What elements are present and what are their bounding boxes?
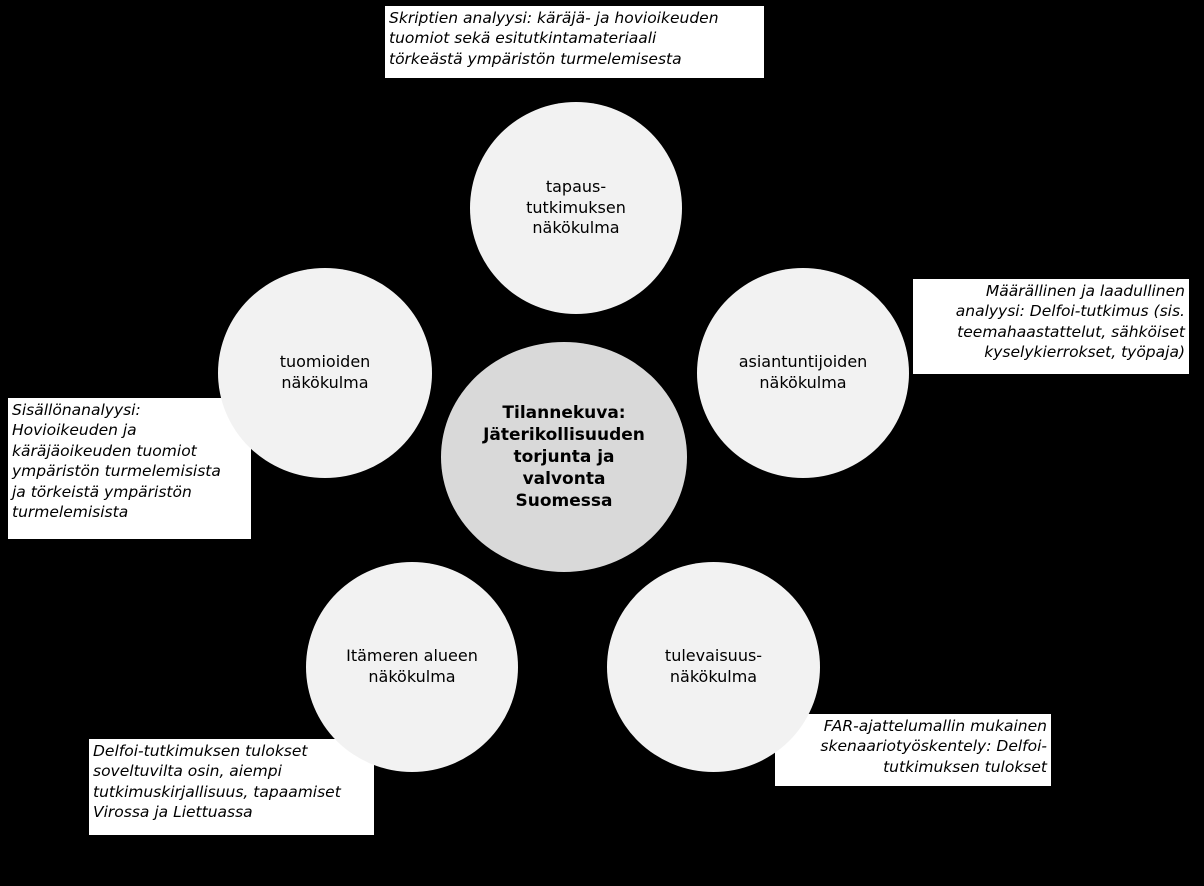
perspective-label: asiantuntijoiden näkökulma (738, 352, 868, 392)
perspective-circle-baltic: Itämeren alueen näkökulma (306, 562, 518, 772)
center-circle: Tilannekuva: Jäterikollisuuden torjunta … (441, 342, 687, 572)
method-box-baltic: Delfoi-tutkimuksen tulokset soveltuvilta… (89, 739, 374, 835)
perspective-circle-judgments: tuomioiden näkökulma (218, 268, 432, 478)
method-box-future: FAR-ajattelumallin mukainen skenaariotyö… (775, 714, 1051, 786)
perspective-label: tapaus- tutkimuksen näkökulma (526, 176, 626, 238)
perspective-label: Itämeren alueen näkökulma (346, 646, 478, 686)
perspective-label: tulevaisuus- näkökulma (664, 646, 763, 686)
method-box-judgments: Sisällönanalyysi: Hovioikeuden ja käräjä… (8, 398, 251, 539)
perspective-circle-expert: asiantuntijoiden näkökulma (697, 268, 909, 478)
method-box-expert: Määrällinen ja laadullinen analyysi: Del… (913, 279, 1189, 374)
center-label: Tilannekuva: Jäterikollisuuden torjunta … (483, 402, 645, 512)
perspective-label: tuomioiden näkökulma (279, 352, 371, 392)
method-box-case-study: Skriptien analyysi: käräjä- ja hovioikeu… (385, 6, 764, 78)
perspective-circle-case-study: tapaus- tutkimuksen näkökulma (470, 102, 682, 314)
perspective-circle-future: tulevaisuus- näkökulma (607, 562, 820, 772)
